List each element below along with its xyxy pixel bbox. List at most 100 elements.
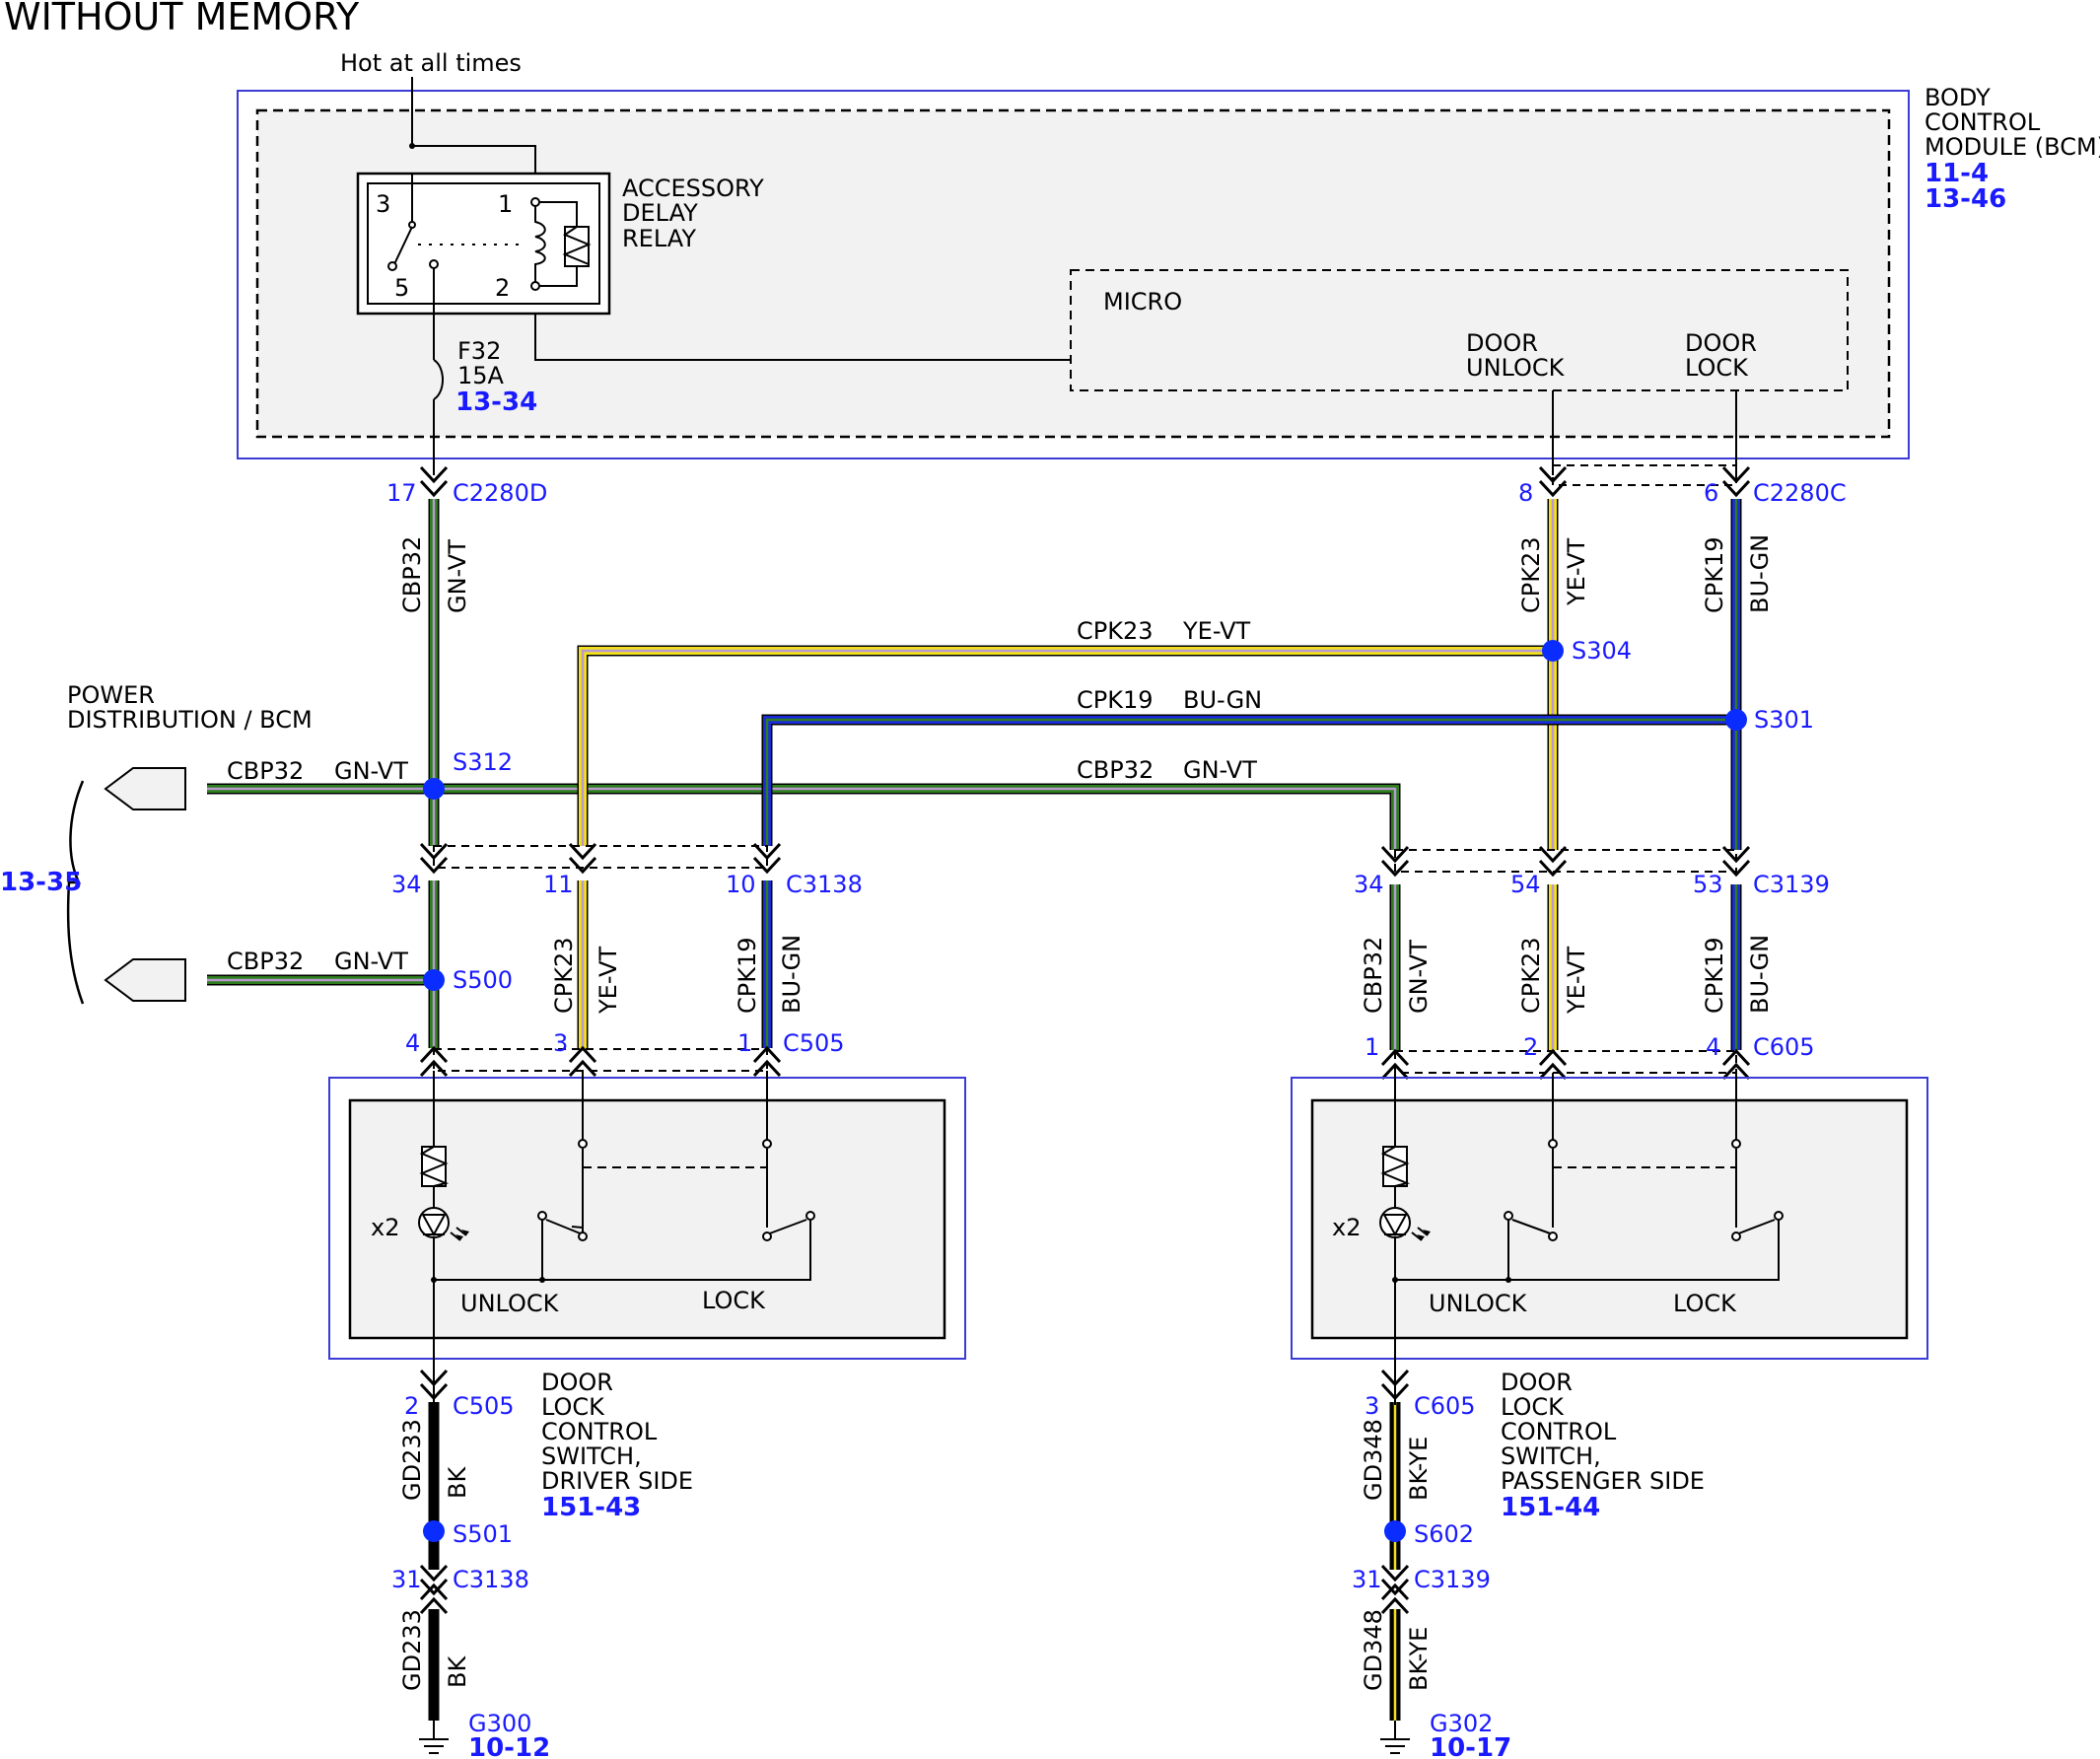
g302-ref[interactable]: 10-17 [1430,1733,1511,1759]
wire-gd233-upper-color: BK [444,1466,471,1499]
passenger-lock-label: LOCK [1673,1290,1737,1317]
wire-cpk19-driver-color: BU-GN [778,935,805,1014]
driver-switch-name-5: DRIVER SIDE [541,1467,693,1495]
wire-cbp32-s312-color: GN-VT [334,757,408,785]
bcm-ref-1[interactable]: 11-4 [1925,159,1989,188]
fuse-ref[interactable]: 13-34 [455,387,537,417]
wire-cbp32-s500-circuit: CBP32 [227,948,304,975]
c505-pin-2: 3 [553,1029,568,1057]
c505-pin-3: 1 [737,1029,752,1057]
splice-s312 [423,778,445,800]
driver-switch-name-4: SWITCH, [541,1442,642,1470]
wire-harness [207,499,1742,1721]
passenger-unlock-label: UNLOCK [1429,1290,1528,1317]
bcm-ref-2[interactable]: 13-46 [1925,184,2006,214]
relay-name-line-2: DELAY [622,199,698,227]
splice-s301 [1725,709,1747,731]
bcm-name-line-1: BODY [1925,84,1991,111]
wire-cpk23-driver-circuit: CPK23 [550,937,578,1014]
g300-ref[interactable]: 10-12 [468,1733,550,1759]
c605-ground-pin: 3 [1365,1392,1379,1420]
driver-switch-name-2: LOCK [541,1393,605,1421]
splice-label-s301: S301 [1754,706,1814,734]
diagram-title: WITHOUT MEMORY [4,0,360,38]
passenger-switch-name-4: SWITCH, [1501,1442,1601,1470]
passenger-switch-name-5: PASSENGER SIDE [1501,1467,1705,1495]
door-unlock-line-2: UNLOCK [1466,354,1566,382]
wire-gd348-lower-color: BK-YE [1405,1627,1433,1691]
splice-label-s304: S304 [1572,637,1632,665]
bcm-name-line-3: MODULE (BCM) [1925,133,2100,161]
c3138-pin-3: 10 [726,871,756,898]
door-lock-line-2: LOCK [1685,354,1749,382]
wire-cpk19-run-color: BU-GN [1183,686,1262,714]
svg-text:5: 5 [394,274,409,302]
wire-gd233-upper-circuit: GD233 [398,1419,426,1501]
driver-switch-name-3: CONTROL [541,1418,658,1445]
wire-gd233-lower-circuit: GD233 [398,1609,426,1691]
wire-cpk23-pass-color: YE-VT [1563,947,1590,1015]
c3138-name: C3138 [786,871,863,898]
wire-cpk19-run-circuit: CPK19 [1077,686,1154,714]
c3139-ground-name: C3139 [1414,1566,1491,1593]
c3139-pin-1: 34 [1354,871,1384,898]
door-lock-line-1: DOOR [1685,329,1757,357]
c505-name: C505 [783,1029,845,1057]
c3139-ground-pin: 31 [1352,1566,1382,1593]
passenger-led-multiplier: x2 [1332,1214,1361,1241]
c505-ground-pin: 2 [404,1392,419,1420]
c3138-pin-2: 11 [543,871,574,898]
passenger-switch-name-2: LOCK [1501,1393,1565,1421]
wire-cpk19-bcm-circuit: CPK19 [1701,536,1728,613]
c2280c-pin-lock: 6 [1704,479,1718,507]
passenger-door-lock-switch [1291,1073,1928,1405]
c505-ground-name: C505 [453,1392,515,1420]
c2280c-pin-unlock: 8 [1518,479,1533,507]
power-distribution-ref[interactable]: 13-35 [0,868,82,897]
accessory-delay-relay: 3 1 5 2 [356,172,611,316]
wire-cbp32-pass-color: GN-VT [1405,940,1433,1014]
g300-name: G300 [468,1710,531,1737]
ground-symbol-g300 [419,1721,449,1754]
c605-pin-1: 1 [1365,1033,1379,1061]
fuse-rating: 15A [457,362,505,389]
bcm-name-line-2: CONTROL [1925,108,2041,136]
wire-cpk23-pass-circuit: CPK23 [1517,937,1545,1014]
driver-led-multiplier: x2 [371,1214,399,1241]
wire-cbp32-run-color: GN-VT [1183,756,1257,784]
c2280d-pin-label: 17 [386,479,417,507]
g302-name: G302 [1430,1710,1493,1737]
c3138-ground-pin: 31 [391,1566,422,1593]
wire-gd233-lower-color: BK [444,1655,471,1688]
wire-cpk19-driver-circuit: CPK19 [734,937,761,1014]
hot-at-all-times-label: Hot at all times [340,49,522,77]
wire-cbp32-s312-to-c3139 [434,783,1401,850]
splice-label-s500: S500 [453,966,513,994]
c3138-ground-name: C3138 [453,1566,529,1593]
wire-gd348-upper-circuit: GD348 [1360,1419,1387,1501]
splice-s500 [423,969,445,991]
passenger-switch-name-1: DOOR [1501,1369,1573,1396]
wire-cpk23-run-color: YE-VT [1182,617,1250,645]
driver-unlock-label: UNLOCK [460,1290,560,1317]
driver-switch-ref[interactable]: 151-43 [541,1493,641,1522]
wire-cpk23-s304-to-c3138 [577,645,1553,846]
passenger-switch-ref[interactable]: 151-44 [1501,1493,1600,1522]
c605-pin-2: 2 [1523,1033,1538,1061]
splice-s602 [1384,1520,1406,1542]
svg-text:2: 2 [495,274,510,302]
c3139-pin-2: 54 [1510,871,1541,898]
splice-s501 [423,1520,445,1542]
c2280c-name: C2280C [1753,479,1847,507]
driver-lock-label: LOCK [702,1287,766,1314]
wire-cbp32-pass-circuit: CBP32 [1360,937,1387,1014]
c3138-pin-1: 34 [391,871,422,898]
door-unlock-line-1: DOOR [1466,329,1538,357]
wire-cbp32-bcm-circuit: CBP32 [398,536,426,613]
power-distribution-line-2: DISTRIBUTION / BCM [67,706,313,734]
wire-gd348-lower-circuit: GD348 [1360,1609,1387,1691]
wire-cpk23-run-circuit: CPK23 [1077,617,1154,645]
splice-label-s602: S602 [1414,1520,1474,1548]
fuse-name: F32 [457,337,501,365]
